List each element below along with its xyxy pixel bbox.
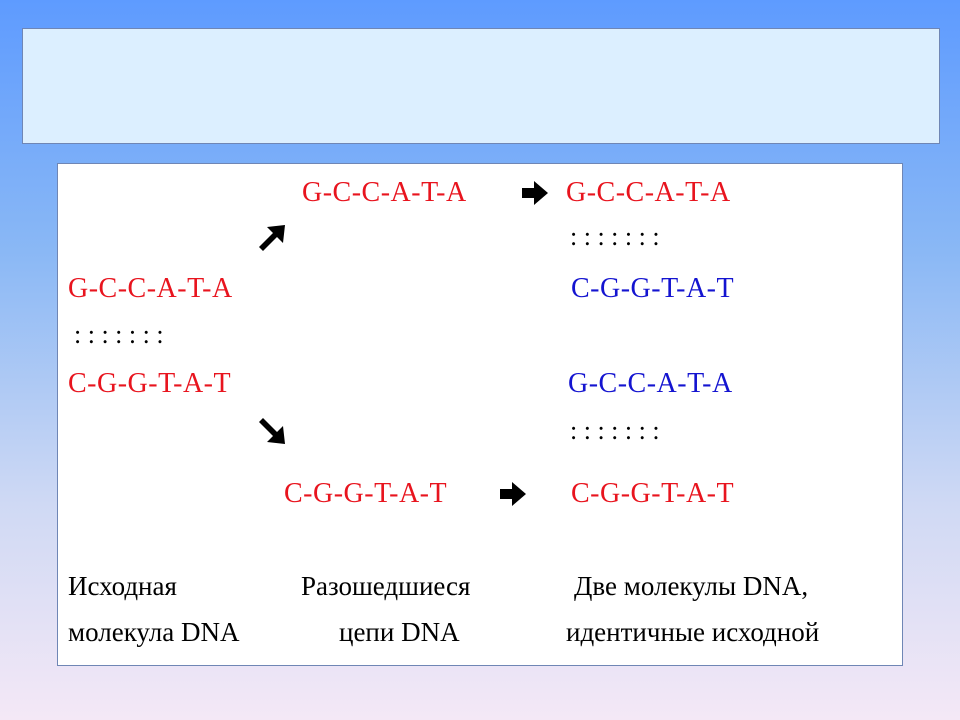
original-top-strand: G-C-C-A-T-A — [68, 273, 233, 304]
dna-replication-diagram: G-C-C-A-T-A G-C-C-A-T-A : : : : : : : C-… — [57, 163, 903, 666]
arrow-right-icon — [500, 482, 526, 506]
result-2-parent-strand: C-G-G-T-A-T — [571, 478, 735, 509]
arrow-up-right-icon — [259, 225, 285, 251]
arrow-right-icon — [522, 181, 548, 205]
caption-result-line1: Две молекулы DNA, — [574, 571, 809, 601]
title-box — [22, 28, 940, 144]
result-2-hydrogen-bonds: : : : : : : : — [570, 416, 660, 445]
caption-result-line2: идентичные исходной — [566, 617, 820, 647]
result-1-hydrogen-bonds: : : : : : : : — [570, 222, 660, 251]
caption-original-line2: молекула DNA — [68, 617, 240, 647]
original-bottom-strand: C-G-G-T-A-T — [68, 368, 232, 399]
original-hydrogen-bonds: : : : : : : : — [74, 320, 164, 349]
caption-original-line1: Исходная — [68, 571, 177, 601]
separated-bottom-strand: C-G-G-T-A-T — [284, 478, 448, 509]
caption-separated-line2: цепи DNA — [339, 617, 460, 647]
arrow-down-right-icon — [259, 418, 285, 444]
result-2-new-strand: G-C-C-A-T-A — [568, 368, 733, 399]
caption-separated-line1: Разошедшиеся — [301, 571, 471, 601]
separated-top-strand: G-C-C-A-T-A — [302, 177, 467, 208]
result-1-new-strand: C-G-G-T-A-T — [571, 273, 735, 304]
result-1-parent-strand: G-C-C-A-T-A — [566, 177, 731, 208]
